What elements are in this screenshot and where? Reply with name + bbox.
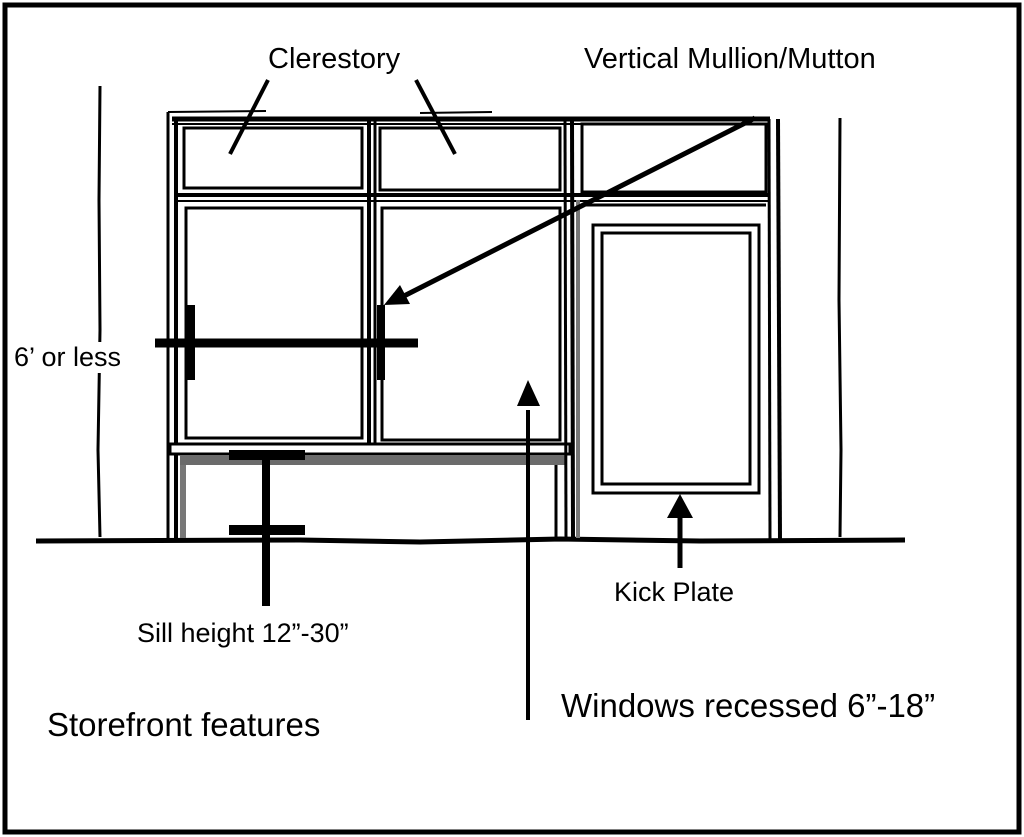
clerestory-leader-right [414,79,457,155]
vertical-mullion-label: Vertical Mullion/Mutton [584,43,876,75]
windows-recessed-label: Windows recessed 6”-18” [561,687,936,724]
right-wall-line [837,117,843,538]
sill-height-label: Sill height 12”-30” [137,618,349,648]
display-pane-left [184,206,364,440]
max-width-label: 6’ or less [12,342,124,373]
door-glass [600,231,752,486]
kick-plate-label: Kick Plate [614,577,735,607]
diagram-title: Storefront features [47,706,321,743]
storefront-windows [166,110,782,541]
recess-arrowhead [517,380,540,406]
ground-line [35,536,906,545]
clerestory-pane-left [182,126,364,190]
clerestory-pane-center [378,126,562,192]
mullion-leader-line [398,115,757,301]
kick-plate-arrowhead [667,494,693,518]
clerestory-leader-left [228,79,270,155]
sill-shadow [180,455,566,465]
clerestory-label: Clerestory [268,43,401,75]
left-wall-line [96,85,102,538]
window-sill [168,442,572,456]
mullion-arrowhead [384,285,410,305]
